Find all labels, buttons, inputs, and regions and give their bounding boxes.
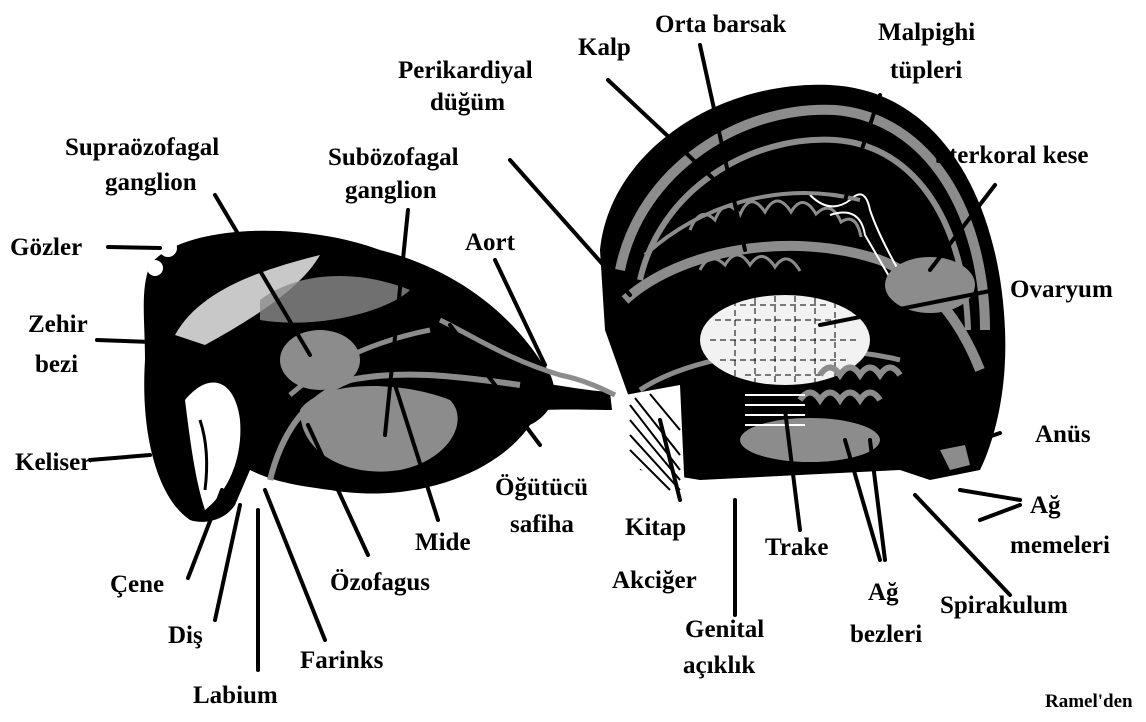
label-subozofagal-line2: ganglion [345,177,437,204]
label-keliser: Keliser [15,449,91,476]
label-perikardiyal-line2: düğüm [430,89,505,116]
label-aort: Aort [465,229,516,256]
label-supraozofagal-line1: Supraözofagal [65,134,219,161]
label-gozler: Gözler [10,234,82,261]
label-genital-line2: açıklık [683,652,755,679]
label-ag-memeleri-line1: Ağ [1030,492,1061,519]
label-kitap-line1: Kitap [625,514,686,541]
label-perikardiyal-line1: Perikardiyal [398,57,533,84]
label-ozofagus: Özofagus [330,569,430,596]
label-ag-bezleri-line2: bezleri [850,621,922,648]
label-malpighi-line2: tüpleri [890,57,962,84]
label-supraozofagal-line2: ganglion [105,169,197,196]
label-cene: Çene [110,571,164,598]
label-ovaryum: Ovaryum [1010,276,1113,303]
spider-body-illustration [144,85,1006,522]
label-zehir-line2: bezi [35,351,78,378]
label-trake: Trake [765,534,828,561]
label-labium: Labium [193,682,278,709]
label-kalp: Kalp [578,34,631,61]
label-mide: Mide [415,529,471,556]
label-spirakulum: Spirakulum [940,592,1068,619]
label-anus: Anüs [1035,421,1091,448]
label-farinks: Farinks [300,647,384,674]
label-dis: Diş [168,622,203,649]
label-genital-line1: Genital [685,616,764,643]
label-ogutucu-line2: safiha [510,511,574,538]
label-subozofagal-line1: Subözofagal [328,144,459,171]
label-sterkoral-kese: Sterkoral kese [935,142,1088,169]
label-ag-bezleri-line1: Ağ [868,579,899,606]
label-malpighi-line1: Malpighi [878,19,975,46]
label-zehir-line1: Zehir [28,311,88,338]
label-ogutucu-line1: Öğütücü [495,474,588,501]
label-orta-barsak: Orta barsak [655,11,786,38]
label-credit: Ramel'den [1045,691,1133,712]
label-kitap-line2: Akciğer [612,567,697,594]
label-ag-memeleri-line2: memeleri [1010,532,1110,559]
